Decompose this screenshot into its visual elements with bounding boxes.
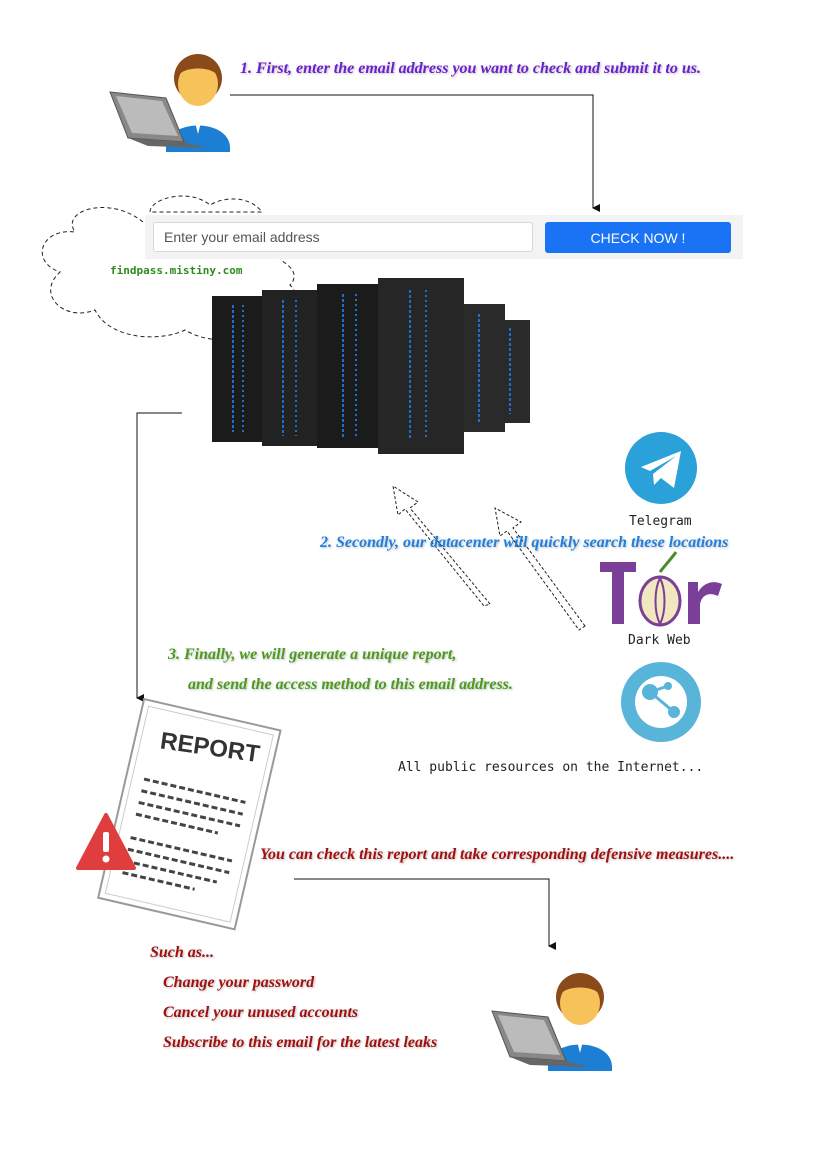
- site-url-label: findpass.mistiny.com: [110, 264, 243, 277]
- telegram-label: Telegram: [629, 514, 692, 529]
- measure-item: Change your password: [163, 974, 315, 991]
- email-input[interactable]: [153, 222, 533, 252]
- search-arrow-1: [392, 484, 491, 607]
- darkweb-label: Dark Web: [628, 633, 691, 648]
- measure-item: Subscribe to this email for the latest l…: [163, 1034, 438, 1051]
- arrow-report-to-user: [294, 878, 556, 950]
- measure-item: Cancel your unused accounts: [163, 1004, 359, 1021]
- step3-line1: 3. Finally, we will generate a unique re…: [168, 646, 457, 663]
- arrow-user-to-form: [230, 94, 600, 212]
- public-resources-label: All public resources on the Internet...: [398, 760, 704, 775]
- step3-line2: and send the access method to this email…: [188, 676, 513, 693]
- step1-text: 1. First, enter the email address you wa…: [240, 60, 701, 77]
- arrow-server-to-report: [136, 412, 182, 702]
- step2-text: 2. Secondly, our datacenter will quickly…: [320, 534, 729, 551]
- search-arrow-2: [494, 507, 586, 631]
- measures-title: Such as...: [150, 944, 215, 961]
- step4-text: You can check this report and take corre…: [260, 846, 735, 863]
- check-now-button[interactable]: CHECK NOW !: [545, 222, 731, 253]
